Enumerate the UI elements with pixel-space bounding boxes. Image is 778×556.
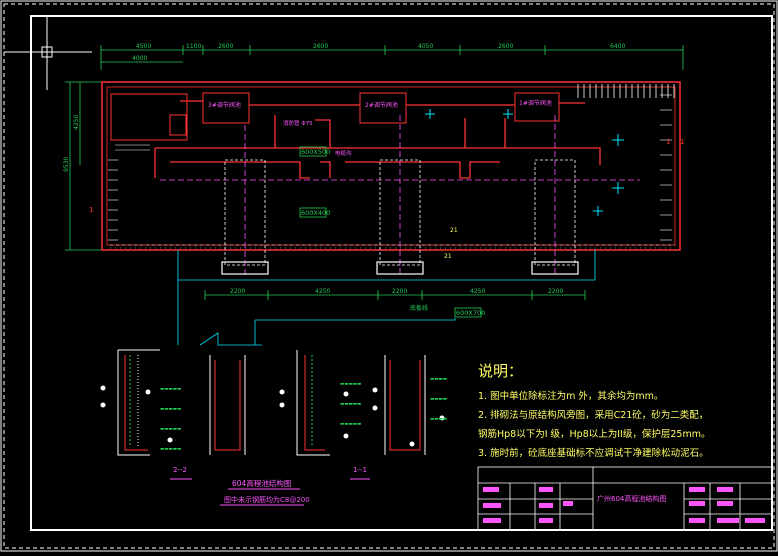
svg-text:▬▬▬▬▬: ▬▬▬▬▬: [340, 382, 361, 387]
top-dimension-line: [100, 45, 684, 70]
drawing-text: 1: [666, 138, 670, 146]
drawing-border: [30, 15, 773, 531]
notes-line: 2. 排砌法与原结构风旁图，采用C21砼，砂为二类配，: [478, 410, 709, 421]
design-notes: 说明： 1. 图中单位除标注为m 外，其余均为mm。 2. 排砌法与原结构风旁图…: [478, 360, 768, 463]
notes-line: 3. 施时前，砼底座基础标不应调试干净建除松动泥石。: [478, 448, 709, 459]
section-marks: 1 1 1 21 21: [89, 138, 684, 260]
section-detail-right: [296, 350, 426, 456]
tank-label: 3#调节阀池: [208, 101, 241, 109]
dim-text: 2600: [313, 43, 328, 50]
bottom-tag: 600X700: [456, 309, 485, 317]
drawing-text: 电缆沟: [335, 149, 352, 157]
crosshair-cursor: [4, 17, 92, 90]
drawing-text: 1: [680, 138, 684, 146]
tank-outline: [101, 81, 681, 251]
bottom-dimension-line: [204, 290, 586, 300]
title-block-fills: [483, 487, 765, 523]
dim-text: 2600: [218, 43, 233, 50]
dim-text: 6400: [610, 43, 625, 50]
drawing-text: 2200: [392, 288, 407, 295]
notes-title: 说明：: [478, 362, 524, 380]
wall-hatching: [108, 94, 672, 241]
grid-markers: [425, 109, 624, 216]
drawing-text: 2--2: [173, 466, 187, 474]
drawing-text: 600X400: [301, 209, 330, 217]
dim-text: 4050: [418, 43, 433, 50]
dim-text: 2600: [498, 43, 513, 50]
top-hatching: [577, 84, 675, 98]
centre-lines: [160, 115, 640, 275]
drawing-text: 1--1: [353, 466, 367, 474]
svg-text:▬▬▬▬: ▬▬▬▬: [430, 417, 447, 422]
svg-text:▬▬▬▬▬: ▬▬▬▬▬: [160, 427, 181, 432]
rebar-annotations: ▬▬▬▬▬ ▬▬▬▬▬ ▬▬▬▬▬ ▬▬▬▬▬ ▬▬▬▬▬ ▬▬▬▬▬ ▬▬▬▬▬ ▬…: [160, 377, 447, 452]
svg-text:▬▬▬▬▬: ▬▬▬▬▬: [160, 387, 181, 392]
drawing-text: 2200: [548, 288, 563, 295]
dim-text: 1100: [186, 43, 201, 50]
svg-text:▬▬▬▬▬: ▬▬▬▬▬: [160, 407, 181, 412]
drawing-text: 21: [450, 227, 458, 234]
dim-text: 4250: [73, 115, 80, 130]
dim-text: 9530: [63, 157, 70, 172]
column-bases: [221, 261, 579, 275]
svg-text:▬▬▬▬▬: ▬▬▬▬▬: [340, 402, 361, 407]
drawing-text: 1: [89, 206, 93, 214]
title-block: [477, 466, 773, 531]
top-dimension-texts: 4500 1100 2600 2600 4050 2600 6400 4000: [132, 43, 625, 62]
section-captions: 2--2 1--1 604高程池结构图 图中未示钢筋均为C8@200: [170, 466, 370, 506]
dim-text: 4500: [136, 43, 151, 50]
drawing-text: 600X500: [301, 148, 330, 156]
drawing-text: 4250: [470, 288, 485, 295]
drawing-text: 21: [444, 253, 452, 260]
pipe-network: [154, 100, 601, 179]
drawing-text: 4250: [315, 288, 330, 295]
centre-tags: 600X500 600X400 消防管 Φ75 电缆沟: [283, 119, 352, 218]
section-detail-left: [117, 349, 246, 456]
notes-line: 1. 图中单位除标注为m 外，其余均为mm。: [478, 391, 664, 402]
drawing-text: 2200: [230, 288, 245, 295]
svg-text:▬▬▬▬: ▬▬▬▬: [430, 377, 447, 382]
left-dimension-line: [65, 81, 101, 251]
bottom-dim-texts: 2200 4250 2200 4250 2200 底板线: [230, 288, 563, 312]
svg-text:▬▬▬▬▬: ▬▬▬▬▬: [160, 447, 181, 452]
title-block-drawing-name: 广州604高程池结构图: [597, 494, 666, 503]
leader-lines: [177, 250, 596, 346]
svg-text:▬▬▬▬▬: ▬▬▬▬▬: [340, 422, 361, 427]
drawing-text: 604高程池结构图: [232, 478, 291, 488]
dim-text: 4000: [132, 55, 147, 62]
column-pads: [224, 159, 576, 266]
drawing-text: 图中未示钢筋均为C8@200: [224, 495, 310, 504]
tank-label: 2#调节阀池: [365, 101, 398, 109]
rebar-dots: [100, 385, 445, 447]
tank-boxes: [110, 92, 560, 141]
drawing-text: 底板线: [410, 304, 428, 312]
drawing-text: 消防管 Φ75: [283, 119, 313, 127]
bottom-hatching: [110, 244, 675, 249]
tank-label: 1#调节阀池: [519, 99, 552, 107]
svg-text:▬▬▬▬: ▬▬▬▬: [430, 397, 447, 402]
notes-line: 钢筋Hp8以下为I 级，Hp8以上为II级，保护层25mm。: [478, 429, 711, 440]
